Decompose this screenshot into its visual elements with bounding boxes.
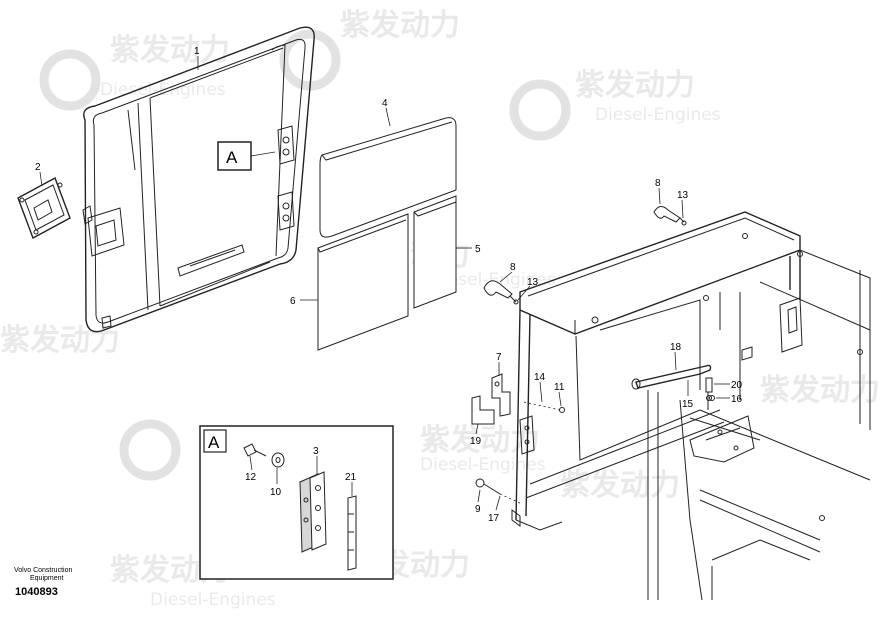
watermark-chinese: 紫发动力 <box>760 373 880 408</box>
screw-8-top <box>653 206 687 226</box>
lock-plate <box>17 177 71 239</box>
part-labels: 1 2 3 4 5 6 7 8 8 9 10 11 12 13 13 14 15… <box>35 46 743 524</box>
label-part-20: 20 <box>731 380 743 391</box>
label-part-2: 2 <box>35 162 41 173</box>
watermark-chinese: 紫发动力 <box>560 468 680 503</box>
footer-company: Volvo Construction <box>14 567 72 574</box>
drawing-number: 1040893 <box>15 586 58 598</box>
support-rod <box>631 364 713 410</box>
label-part-5: 5 <box>475 244 481 255</box>
washer-16 <box>709 395 715 401</box>
watermark-latin: Diesel-Engines <box>150 590 276 610</box>
label-part-10: 10 <box>270 487 282 498</box>
watermark-chinese: 紫发动力 <box>0 323 120 358</box>
watermark-chinese: 紫发动力 <box>340 8 460 43</box>
detail-callout-marker: A <box>217 141 276 171</box>
label-part-7: 7 <box>496 352 502 363</box>
detail-a-panel: A <box>199 425 394 580</box>
label-part-21: 21 <box>345 472 357 483</box>
watermark-chinese: 紫发动力 <box>110 33 230 68</box>
label-part-15: 15 <box>682 399 694 410</box>
bracket-19 <box>471 395 495 425</box>
label-part-9: 9 <box>475 504 481 515</box>
watermark: 紫发动力 Diesel-Engines 紫发动力 紫发动力 Diesel-Eng… <box>0 8 880 610</box>
label-part-13-mid: 13 <box>527 277 539 288</box>
bolt-11 <box>523 401 565 413</box>
watermark-chinese: 紫发动力 <box>420 423 540 458</box>
footer: Volvo Construction Equipment 1040893 <box>14 567 72 598</box>
watermark-chinese: 紫发动力 <box>575 68 695 103</box>
label-part-8-top: 8 <box>655 178 661 189</box>
label-part-3: 3 <box>313 446 319 457</box>
bracket-7 <box>491 373 511 417</box>
footer-company-sub: Equipment <box>30 575 64 582</box>
label-part-18: 18 <box>670 342 682 353</box>
insulation-pad-upper <box>319 117 457 238</box>
label-part-16: 16 <box>731 394 743 405</box>
detail-letter: A <box>208 433 220 452</box>
callout-letter: A <box>226 148 238 167</box>
cab-frame <box>511 211 871 601</box>
label-part-8-mid: 8 <box>510 262 516 273</box>
watermark-latin: Diesel-Engines <box>420 455 546 475</box>
label-part-6: 6 <box>290 296 296 307</box>
label-part-14: 14 <box>534 372 546 383</box>
screw-8-mid <box>483 280 519 305</box>
label-part-11: 11 <box>554 382 565 393</box>
insulation-pad-side <box>413 195 457 309</box>
watermark-latin: Diesel-Engines <box>595 105 721 125</box>
insulation-pad-large <box>317 213 409 351</box>
label-part-4: 4 <box>382 98 388 109</box>
label-part-19: 19 <box>470 436 482 447</box>
leader-lines <box>39 56 730 511</box>
bolt-9 <box>475 478 523 505</box>
door-panel <box>82 26 315 333</box>
label-part-17: 17 <box>488 513 500 524</box>
label-part-1: 1 <box>194 46 200 57</box>
label-part-12: 12 <box>245 472 257 483</box>
watermark-latin: Diesel-Engines <box>430 270 556 290</box>
label-part-13-top: 13 <box>677 190 689 201</box>
